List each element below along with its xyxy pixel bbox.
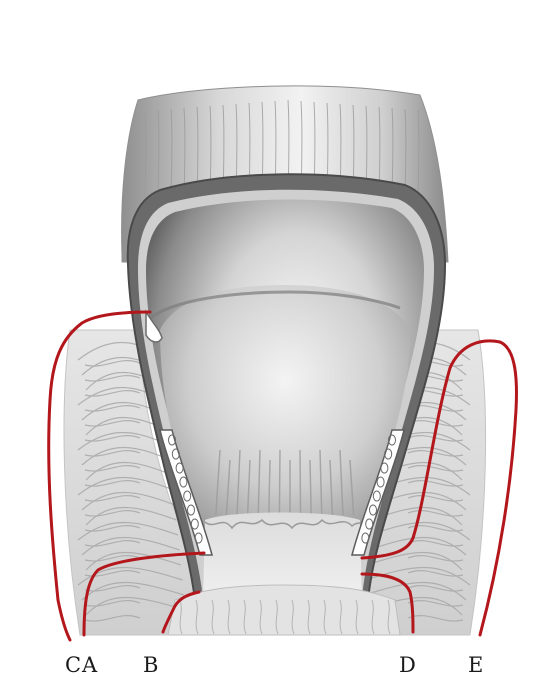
label-e: E [468, 653, 483, 677]
label-a: A [82, 653, 97, 677]
label-b: B [143, 653, 158, 677]
label-d: D [399, 653, 416, 677]
label-c: C [65, 653, 81, 677]
